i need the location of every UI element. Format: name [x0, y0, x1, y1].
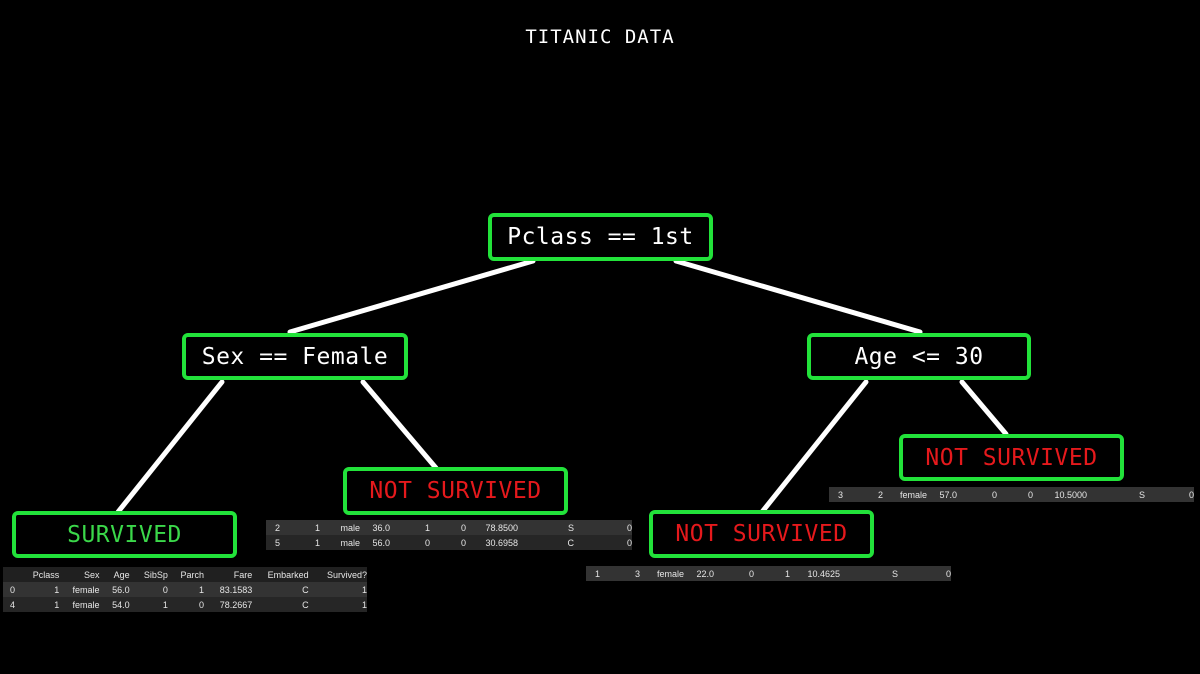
table-row: 5 1 male 56.0 0 0 30.6958 C 0	[266, 535, 632, 550]
table-right-low-not-survived: 1 3 female 22.0 0 1 10.4625 S 0	[586, 566, 951, 581]
cell-parch: 1	[167, 582, 205, 597]
cell-pclass: 1	[15, 582, 60, 597]
header-sex: Sex	[59, 567, 100, 582]
cell-pclass: 3	[600, 566, 640, 581]
node-pclass: Pclass == 1st	[488, 213, 713, 261]
cell-pclass: 1	[15, 597, 60, 612]
cell-survived: 1	[308, 597, 367, 612]
leaf-left-not-survived: NOT SURVIVED	[343, 467, 568, 515]
leaf-right-high-not-survived-label: NOT SURVIVED	[925, 444, 1098, 471]
cell-sibsp: 0	[390, 535, 430, 550]
table-row: 0 1 female 56.0 0 1 83.1583 C 1	[3, 582, 367, 597]
cell-age: 57.0	[927, 487, 957, 502]
node-sex-label: Sex == Female	[201, 343, 389, 370]
cell-survived: 0	[1145, 487, 1194, 502]
cell-sibsp: 0	[129, 582, 168, 597]
cell-fare: 83.1583	[204, 582, 253, 597]
node-age-label: Age <= 30	[854, 343, 984, 370]
edge-root-left	[287, 258, 536, 335]
edge-root-right	[673, 258, 923, 335]
cell-pclass: 2	[843, 487, 883, 502]
leaf-survived-label: SURVIVED	[67, 521, 182, 548]
node-pclass-label: Pclass == 1st	[507, 224, 694, 250]
cell-parch: 0	[430, 520, 466, 535]
header-fare: Fare	[204, 567, 253, 582]
cell-age: 36.0	[360, 520, 390, 535]
table-row: 2 1 male 36.0 1 0 78.8500 S 0	[266, 520, 632, 535]
table-right-high-not-survived: 3 2 female 57.0 0 0 10.5000 S 0	[829, 487, 1194, 502]
cell-sibsp: 1	[129, 597, 168, 612]
header-index	[3, 567, 16, 582]
leaf-right-low-not-survived: NOT SURVIVED	[649, 510, 874, 558]
cell-embarked: C	[252, 582, 309, 597]
table-left-not-survived: 2 1 male 36.0 1 0 78.8500 S 0 5 1 male 5…	[266, 520, 632, 550]
cell-parch: 0	[167, 597, 205, 612]
cell-embarked: S	[518, 520, 574, 535]
table-header-row: Pclass Sex Age SibSp Parch Fare Embarked…	[3, 567, 367, 582]
header-age: Age	[99, 567, 130, 582]
cell-pclass: 1	[280, 535, 320, 550]
cell-age: 54.0	[99, 597, 130, 612]
node-sex: Sex == Female	[182, 333, 408, 380]
leaf-survived: SURVIVED	[12, 511, 237, 558]
cell-survived: 0	[574, 535, 632, 550]
edge-right-low-not	[759, 379, 869, 515]
cell-embarked: S	[840, 566, 898, 581]
header-pclass: Pclass	[15, 567, 60, 582]
leaf-right-high-not-survived: NOT SURVIVED	[899, 434, 1124, 481]
edge-left-survived	[115, 379, 225, 515]
header-survived: Survived?	[308, 567, 367, 582]
cell-embarked: S	[1087, 487, 1145, 502]
table-survived: Pclass Sex Age SibSp Parch Fare Embarked…	[3, 567, 367, 612]
cell-age: 56.0	[99, 582, 130, 597]
cell-age: 22.0	[684, 566, 714, 581]
diagram-title: TITANIC DATA	[525, 26, 675, 48]
cell-fare: 10.5000	[1033, 487, 1087, 502]
leaf-left-not-survived-label: NOT SURVIVED	[369, 478, 542, 504]
cell-index: 2	[266, 520, 280, 535]
cell-fare: 10.4625	[790, 566, 840, 581]
cell-sex: female	[59, 582, 100, 597]
cell-sex: male	[320, 520, 360, 535]
edge-left-not	[360, 379, 439, 471]
cell-index: 0	[3, 582, 16, 597]
cell-survived: 0	[898, 566, 951, 581]
node-age: Age <= 30	[807, 333, 1031, 380]
cell-fare: 78.2667	[204, 597, 253, 612]
cell-survived: 0	[574, 520, 632, 535]
cell-index: 5	[266, 535, 280, 550]
leaf-right-low-not-survived-label: NOT SURVIVED	[675, 521, 848, 547]
edge-right-high-not	[959, 379, 1009, 437]
header-embarked: Embarked	[252, 567, 309, 582]
table-row: 3 2 female 57.0 0 0 10.5000 S 0	[829, 487, 1194, 502]
table-row: 1 3 female 22.0 0 1 10.4625 S 0	[586, 566, 951, 581]
cell-sex: female	[883, 487, 927, 502]
cell-sibsp: 1	[390, 520, 430, 535]
cell-index: 3	[829, 487, 843, 502]
cell-index: 4	[3, 597, 16, 612]
cell-embarked: C	[518, 535, 574, 550]
cell-fare: 30.6958	[466, 535, 518, 550]
header-sibsp: SibSp	[129, 567, 168, 582]
cell-survived: 1	[308, 582, 367, 597]
cell-parch: 0	[430, 535, 466, 550]
table-row: 4 1 female 54.0 1 0 78.2667 C 1	[3, 597, 367, 612]
cell-sex: male	[320, 535, 360, 550]
cell-fare: 78.8500	[466, 520, 518, 535]
cell-embarked: C	[252, 597, 309, 612]
cell-sibsp: 0	[957, 487, 997, 502]
cell-sex: female	[59, 597, 100, 612]
cell-parch: 0	[997, 487, 1033, 502]
header-parch: Parch	[167, 567, 205, 582]
cell-pclass: 1	[280, 520, 320, 535]
cell-sibsp: 0	[714, 566, 754, 581]
cell-sex: female	[640, 566, 684, 581]
cell-age: 56.0	[360, 535, 390, 550]
cell-parch: 1	[754, 566, 790, 581]
cell-index: 1	[586, 566, 600, 581]
